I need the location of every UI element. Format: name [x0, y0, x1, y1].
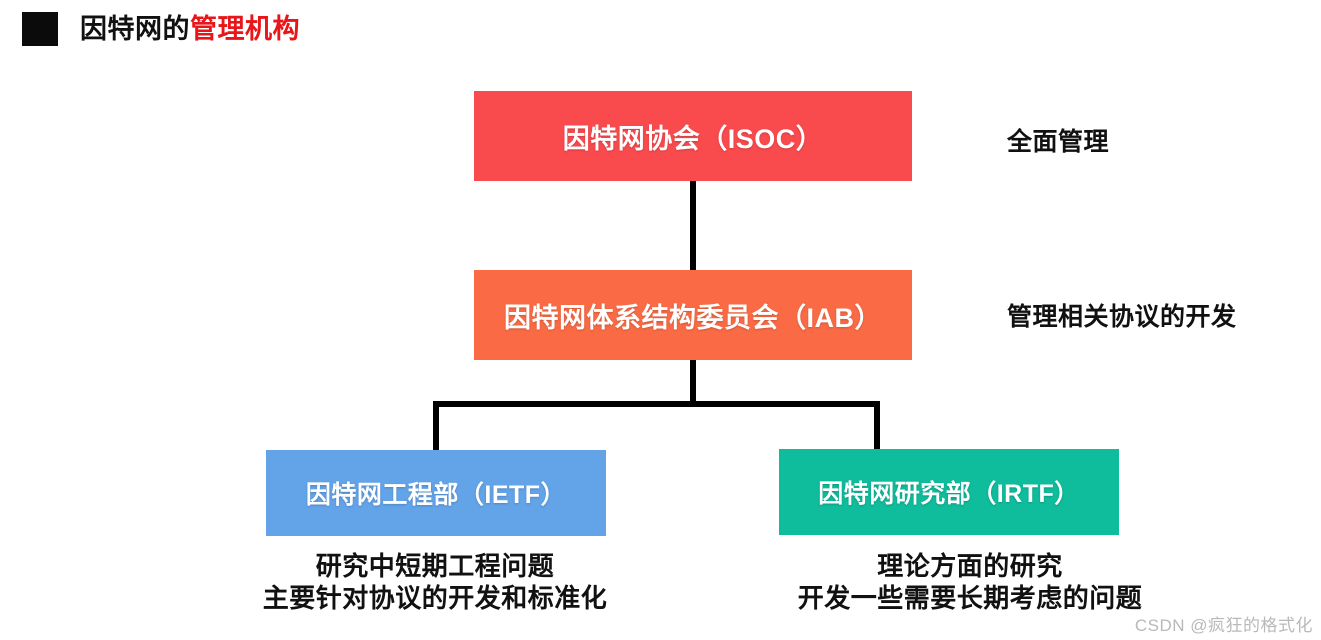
caption-ietf: 研究中短期工程问题 主要针对协议的开发和标准化 [170, 550, 700, 614]
note-iab: 管理相关协议的开发 [1007, 303, 1237, 331]
watermark: CSDN @疯狂的格式化 [1134, 616, 1313, 635]
connector-bus-irtf [874, 401, 880, 453]
caption-ietf-line2: 主要针对协议的开发和标准化 [262, 583, 608, 613]
node-iab-label: 因特网体系结构委员会（IAB） [504, 302, 882, 333]
title-bullet-icon [22, 12, 58, 46]
node-ietf[interactable]: 因特网工程部（IETF） [266, 450, 606, 536]
title-text-red: 管理机构 [190, 14, 300, 44]
caption-irtf: 理论方面的研究 开发一些需要长期考虑的问题 [700, 550, 1240, 614]
node-isoc[interactable]: 因特网协会（ISOC） [474, 91, 912, 181]
connector-horizontal-bus [433, 401, 880, 407]
node-isoc-label: 因特网协会（ISOC） [562, 123, 824, 154]
page-title: 因特网的管理机构 [22, 11, 300, 47]
title-text-black: 因特网的 [80, 14, 190, 44]
node-irtf[interactable]: 因特网研究部（IRTF） [779, 449, 1119, 535]
caption-ietf-line1: 研究中短期工程问题 [315, 551, 555, 581]
node-iab[interactable]: 因特网体系结构委员会（IAB） [474, 270, 912, 360]
connector-iab-stem [690, 359, 696, 407]
title-text: 因特网的管理机构 [80, 12, 300, 46]
caption-irtf-line1: 理论方面的研究 [877, 551, 1063, 581]
caption-irtf-line2: 开发一些需要长期考虑的问题 [797, 583, 1143, 613]
node-irtf-label: 因特网研究部（IRTF） [818, 480, 1080, 508]
connector-bus-ietf [433, 401, 439, 453]
node-ietf-label: 因特网工程部（IETF） [305, 481, 567, 509]
connector-isoc-iab [690, 181, 696, 271]
note-isoc: 全面管理 [1007, 128, 1110, 156]
